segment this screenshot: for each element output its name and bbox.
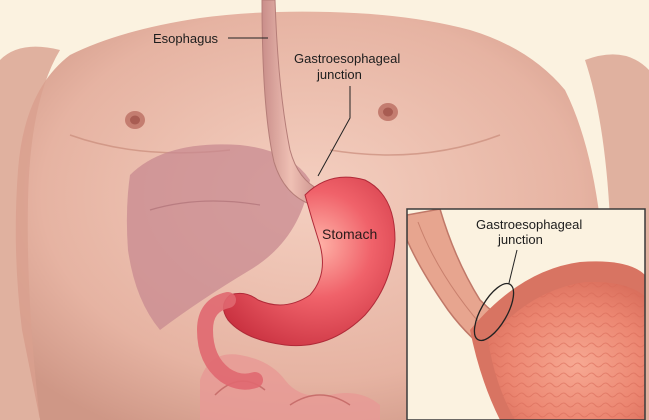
inset-gej-label-line1: Gastroesophageal: [476, 217, 582, 232]
gej-label-line1: Gastroesophageal: [294, 51, 400, 66]
inset-panel: Gastroesophageal junction: [407, 209, 649, 420]
esophagus-label: Esophagus: [153, 31, 219, 46]
stomach-label: Stomach: [322, 226, 377, 242]
gej-label-line2: junction: [316, 67, 362, 82]
inset-gej-label-line2: junction: [497, 232, 543, 247]
right-nipple-center: [383, 108, 393, 117]
left-nipple-center: [130, 116, 140, 125]
